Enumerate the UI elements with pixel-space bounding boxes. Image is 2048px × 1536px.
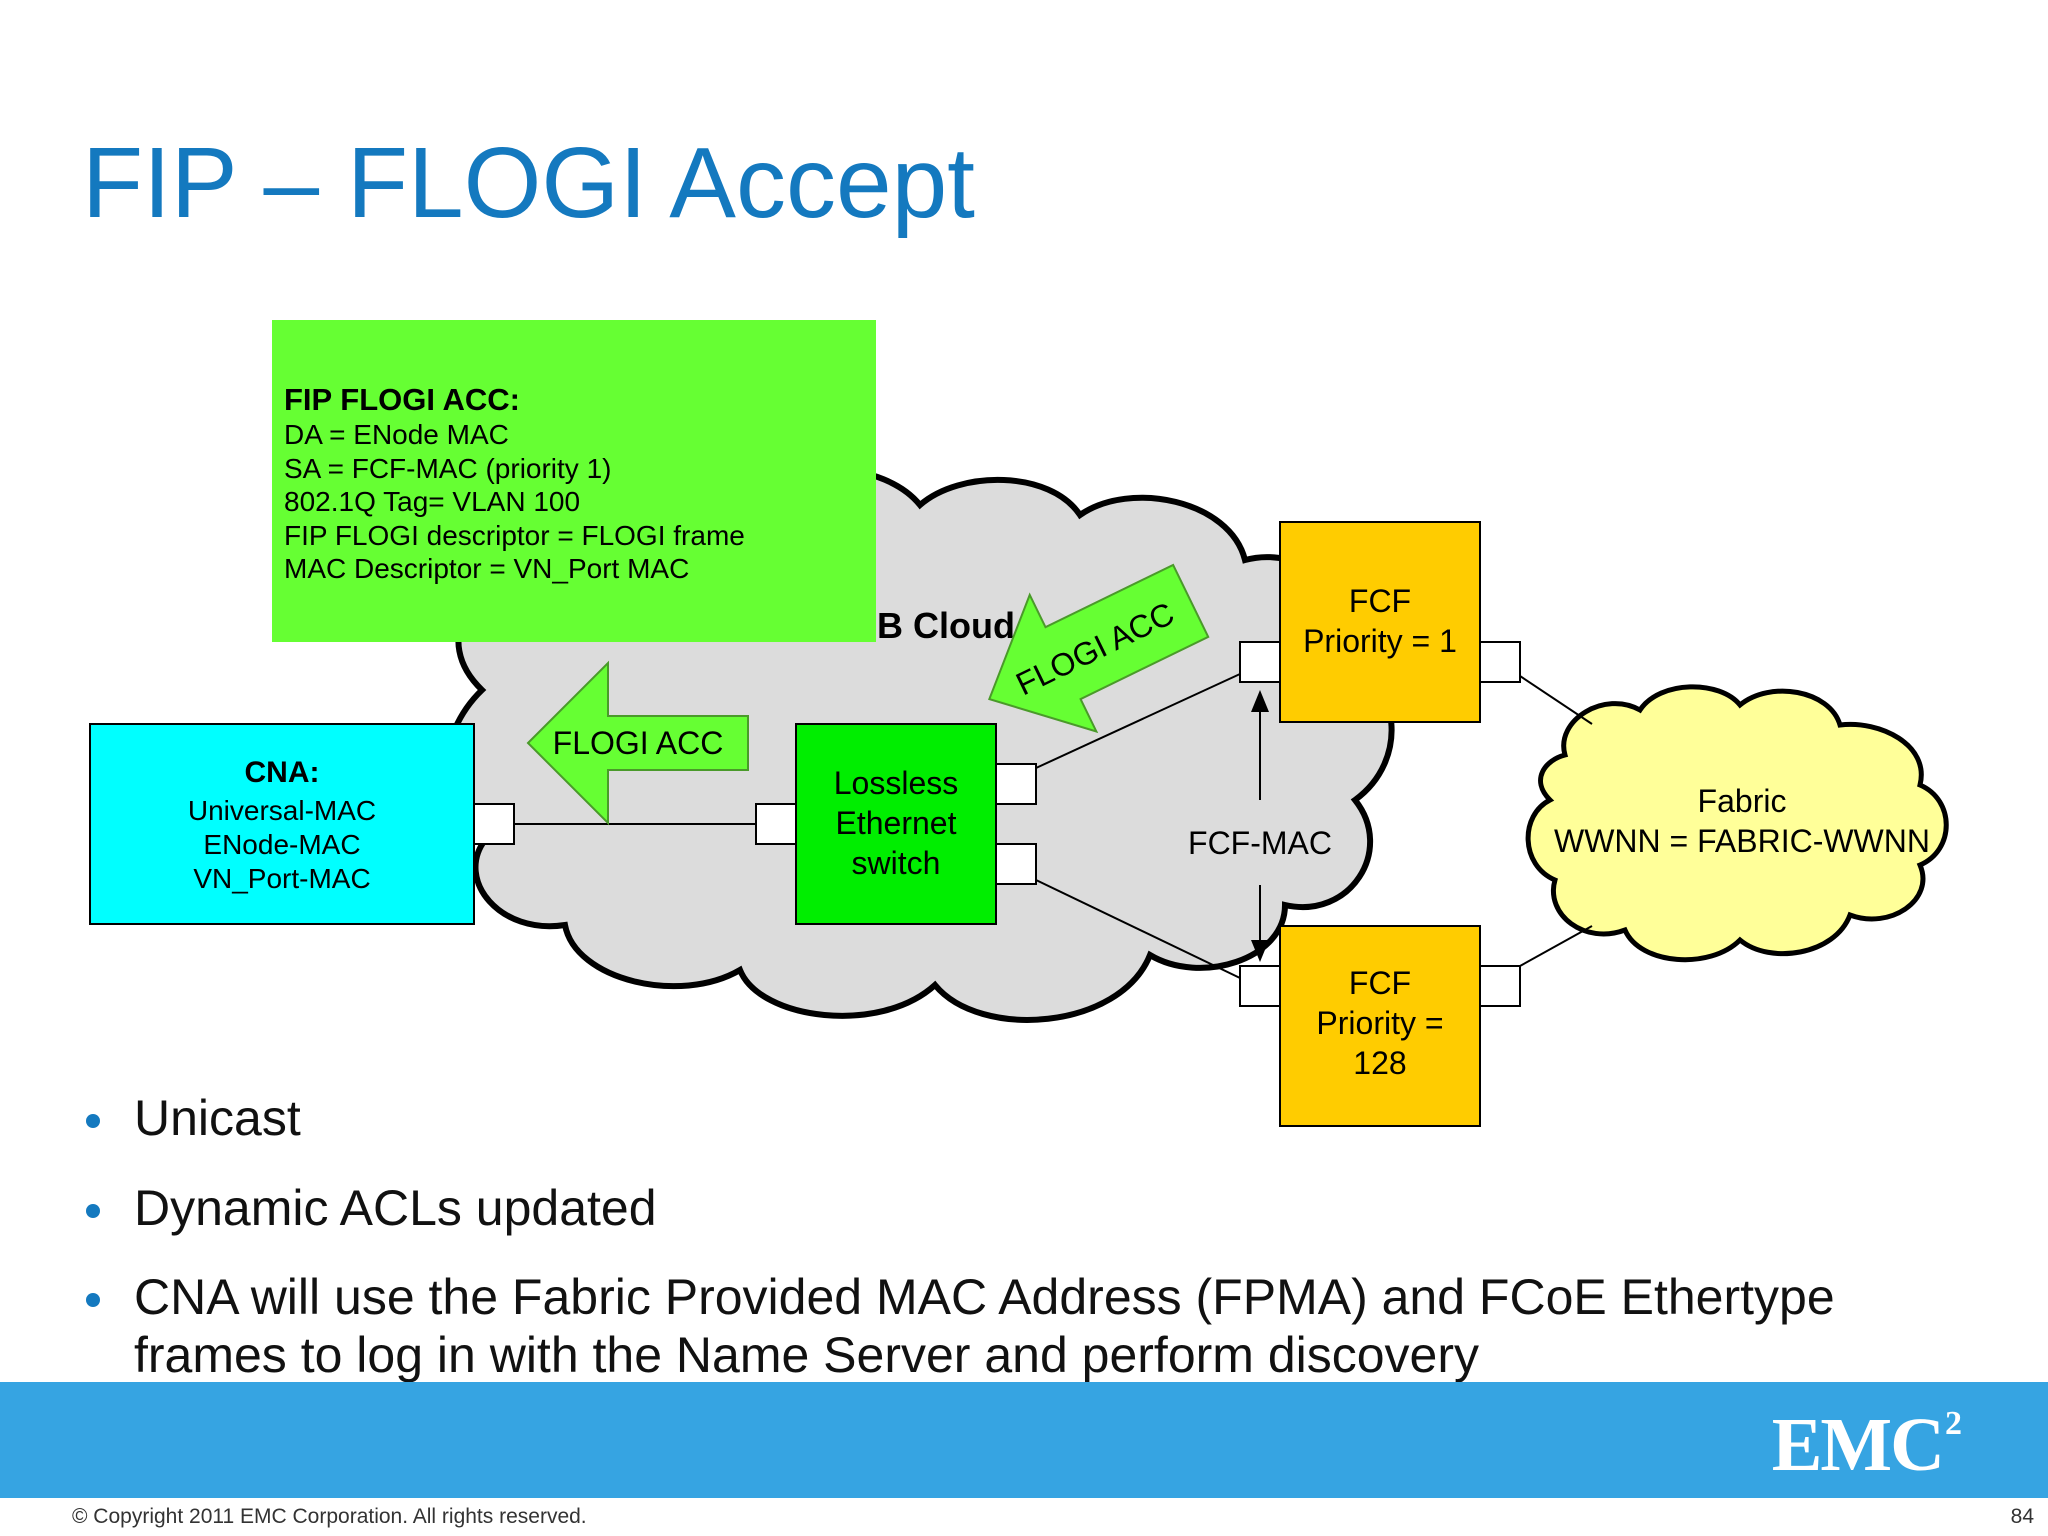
page-number: 84 [2010,1505,2034,1528]
emc-logo-superscript: 2 [1945,1405,1962,1442]
slide-title: FIP – FLOGI Accept [82,127,975,239]
cna-port [473,803,515,845]
switch-port-right-bottom [995,843,1037,885]
switch-line-2: Ethernet [836,805,957,841]
switch-box [795,723,997,925]
switch-port-right-top [995,763,1037,805]
bullet-item: Unicast [80,1090,1980,1148]
bullet-item: Dynamic ACLs updated [80,1180,1980,1238]
link-switch-fcf-top [1035,673,1241,769]
emc-logo: EMC2 [1771,1402,1962,1489]
emc-logo-text: EMC [1771,1403,1945,1487]
cna-line-3: VN_Port-MAC [193,863,370,894]
flogi-acc-arrow-left-label: FLOGI ACC [553,725,724,761]
fip-flogi-acc-line-4: FIP FLOGI descriptor = FLOGI frame [284,520,745,551]
cna-line-1: Universal-MAC [188,795,376,826]
switch-line-1: Lossless [834,765,959,801]
bullet-text: Unicast [134,1090,301,1146]
fip-flogi-acc-line-3: 802.1Q Tag= VLAN 100 [284,486,580,517]
fip-flogi-acc-box [272,320,876,642]
bullet-marker [86,1203,100,1218]
fcf-mac-arrowhead-up [1251,690,1269,712]
copyright-notice: © Copyright 2011 EMC Corporation. All ri… [72,1505,587,1528]
fip-flogi-acc-line-5: MAC Descriptor = VN_Port MAC [284,553,689,584]
fcf-top-box [1279,521,1481,723]
bullet-text: CNA will use the Fabric Provided MAC Add… [134,1269,1835,1383]
link-fcf-top-fabric [1519,675,1593,725]
footer-band: EMC2 [0,1382,2048,1498]
link-switch-fcf-bottom [1035,879,1241,979]
fcf-bottom-line-2: Priority = [1316,1005,1443,1041]
fcf-mac-arrowhead-down [1251,940,1269,962]
fcf-bottom-port-left [1239,965,1281,1007]
fip-flogi-diagram: DCB Cloud Fabric WWNN = FABRIC-WWNN FCF-… [89,320,1949,1127]
fabric-line-1: Fabric [1698,783,1787,819]
cna-box [89,723,475,925]
fip-flogi-acc-title: FIP FLOGI ACC: [284,382,520,417]
fcf-top-port-left [1239,641,1281,683]
flogi-acc-arrow-diagonal [988,563,1210,734]
fcf-bottom-line-1: FCF [1349,965,1411,1001]
bullet-marker [86,1114,100,1128]
fcf-bottom-line-3: 128 [1353,1045,1406,1081]
fip-flogi-acc-line-2: SA = FCF-MAC (priority 1) [284,453,611,484]
fcf-top-line-1: FCF [1349,583,1411,619]
fcf-top-port-right [1479,641,1521,683]
fabric-cloud [1525,684,1949,963]
cna-title: CNA: [245,756,320,789]
fip-flogi-acc-line-1: DA = ENode MAC [284,419,509,450]
fcf-mac-label: FCF-MAC [1188,825,1332,861]
fcf-top-line-2: Priority = 1 [1303,623,1457,659]
fabric-line-2: WWNN = FABRIC-WWNN [1554,823,1930,859]
cna-line-2: ENode-MAC [203,829,360,860]
bullet-text: Dynamic ACLs updated [134,1179,657,1236]
link-fcf-bottom-fabric [1519,925,1593,967]
flogi-acc-arrow-left [526,660,749,826]
bullet-item: CNA will use the Fabric Provided MAC Add… [80,1269,1980,1384]
switch-port-left [755,803,797,845]
fcf-bottom-box [1279,925,1481,1127]
bullet-list: Unicast Dynamic ACLs updated CNA will us… [80,1090,1980,1416]
bullet-marker [86,1293,100,1307]
fcf-bottom-port-right [1479,965,1521,1007]
switch-line-3: switch [852,845,941,881]
